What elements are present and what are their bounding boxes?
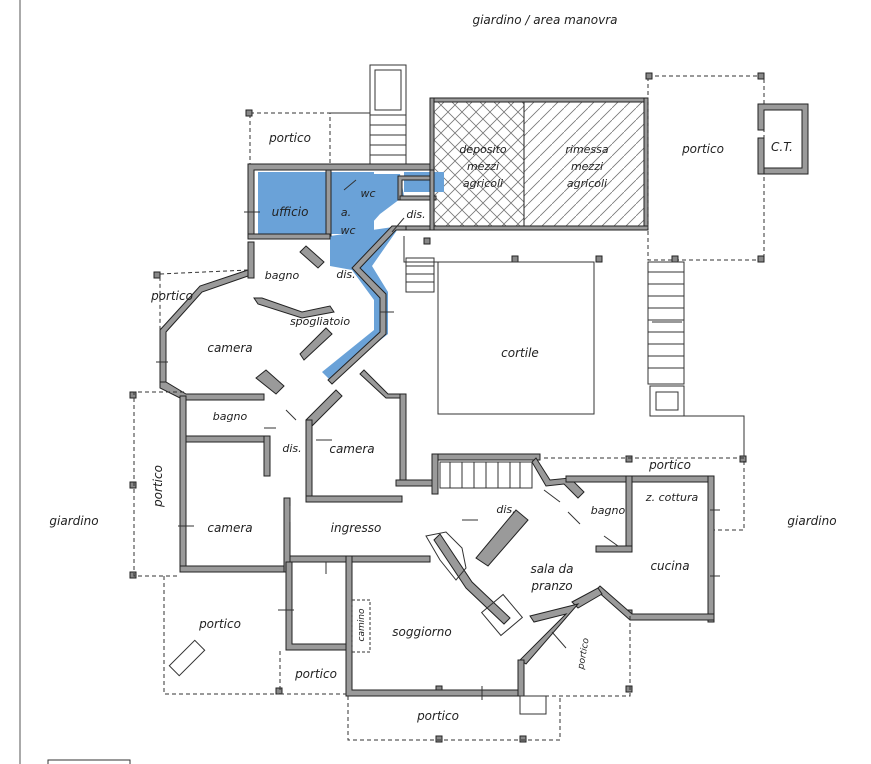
dashed-porticoes (133, 269, 745, 741)
label-camera-bottom: camera (207, 521, 252, 535)
label-camera-top: camera (207, 341, 252, 355)
label-sala-pranzo-1: sala da (530, 562, 573, 576)
room-labels: giardino / area manovra portico deposito… (49, 13, 836, 723)
label-sala-pranzo-2: pranzo (530, 579, 572, 593)
label-portico-bottom: portico (416, 709, 459, 723)
label-spogliatoio: spogliatoio (290, 315, 350, 328)
label-ingresso: ingresso (331, 521, 382, 535)
label-antibagno: a. (341, 206, 351, 219)
label-portico-right-top: portico (648, 458, 691, 472)
label-rimessa-1: rimessa (565, 143, 609, 156)
label-portico-bottom-right: portico (576, 637, 592, 671)
label-soggiorno: soggiorno (392, 625, 451, 639)
rimessa-area (523, 100, 645, 228)
label-portico-left-side: portico (151, 465, 165, 508)
label-camera-mid: camera (329, 442, 374, 456)
label-cucina: cucina (650, 559, 689, 573)
label-z-cottura: z. cottura (645, 491, 699, 504)
label-rimessa-2: mezzi (571, 160, 603, 173)
stair-top (330, 64, 407, 166)
label-portico-bottom-left: portico (198, 617, 241, 631)
label-bagno-top: bagno (265, 269, 300, 282)
label-rimessa-3: agricoli (567, 177, 607, 190)
stair-right (647, 261, 745, 456)
label-wc-1: wc (360, 187, 375, 200)
label-portico-bottom-mid: portico (294, 667, 337, 681)
label-ufficio: ufficio (272, 205, 309, 219)
walls-upper (159, 163, 437, 503)
label-deposito-1: deposito (459, 143, 507, 156)
label-deposito-3: agricoli (463, 177, 503, 190)
label-dis-top: dis. (406, 208, 425, 221)
ct-room (757, 103, 809, 175)
label-wc-2: wc (340, 224, 355, 237)
label-dis-mid: dis. (336, 268, 355, 281)
stairs-and-fixtures (47, 257, 547, 764)
cortile-area (437, 261, 595, 415)
door-marks (156, 179, 720, 700)
walls-right (431, 453, 715, 665)
highlighted-area (258, 172, 444, 380)
label-giardino-right: giardino (787, 514, 836, 528)
label-portico-top-right: portico (681, 142, 724, 156)
label-cortile: cortile (501, 346, 539, 360)
label-bagno-mid: bagno (213, 410, 248, 423)
portico-top-right-outline (647, 75, 765, 261)
label-giardino-left: giardino (49, 514, 98, 528)
label-ct: C.T. (771, 140, 793, 154)
label-portico-top-left: portico (268, 131, 311, 145)
label-portico-left-upper: portico (150, 289, 193, 303)
label-giardino-top: giardino / area manovra (472, 13, 617, 27)
label-dis-left: dis. (282, 442, 301, 455)
label-dis-right: dis. (496, 503, 515, 516)
label-bagno-right: bagno (591, 504, 626, 517)
label-camino: camino (357, 608, 367, 641)
label-deposito-2: mezzi (467, 160, 499, 173)
